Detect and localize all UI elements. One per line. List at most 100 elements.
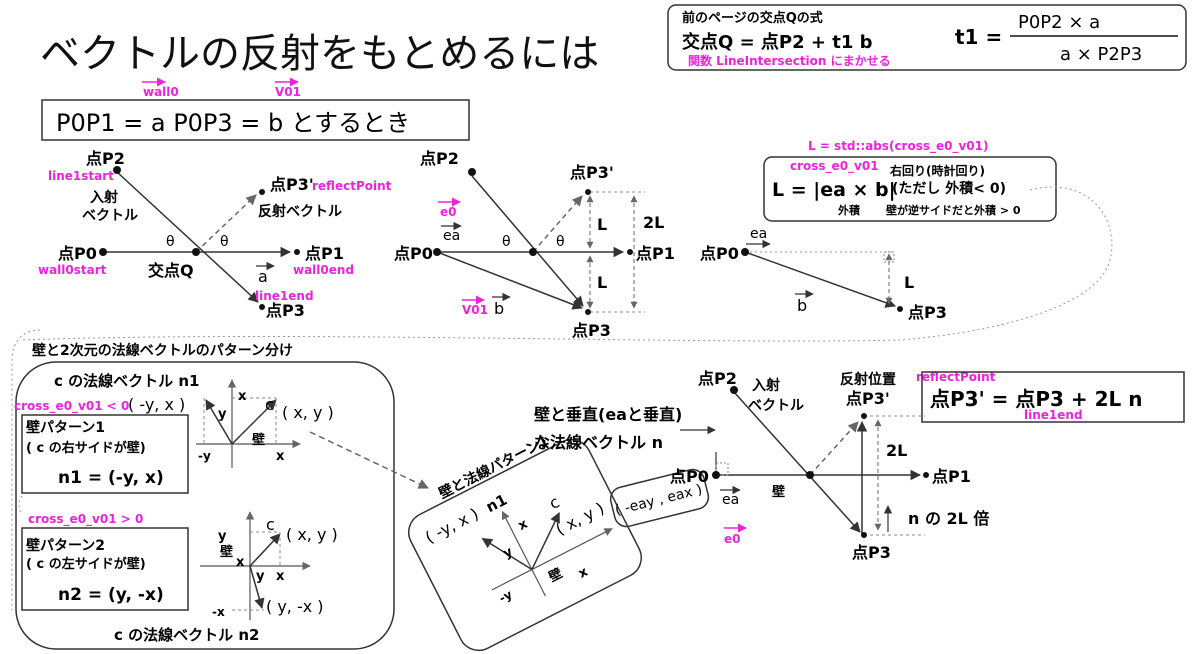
rot-neg-y: -y xyxy=(497,587,515,605)
diagram-reflection-L: 点P2 点P3' e0 ea L 2L θ θ 点P0 点P1 L V01 b … xyxy=(394,149,675,340)
axis-x-top-1: x xyxy=(238,389,247,404)
d1-intersection-q: 交点Q xyxy=(148,261,194,280)
axis-x-bottom-2: x xyxy=(276,569,285,584)
d2-ea: ea xyxy=(443,228,460,244)
d4-e0: e0 xyxy=(724,532,741,546)
panel-to-rotated-arrow xyxy=(309,431,429,489)
d4-incident-1: 入射 xyxy=(752,377,780,394)
diagram-reflection-result: 点P2 入射 ベクトル 反射位置 reflectPoint 点P3' 2L 点P… xyxy=(670,369,996,562)
d1-vector-a: a xyxy=(258,267,268,286)
n1-coord-top: ( -y, x ) xyxy=(128,395,185,414)
axis-y-top: y xyxy=(218,407,227,422)
d2-L-lower: L xyxy=(597,273,607,292)
d1-p1: 点P1 xyxy=(305,244,344,263)
d1-theta-right: θ xyxy=(220,234,229,250)
d1-theta-left: θ xyxy=(166,234,175,250)
pattern2-formula: n2 = (y, -x) xyxy=(58,585,164,605)
axis-x-top-2: x xyxy=(276,449,285,464)
rot-c: c xyxy=(546,492,562,513)
d1-p2: 点P2 xyxy=(86,149,125,168)
vec-c-top: c xyxy=(265,395,274,414)
definition-box: wall0 V01 P0P1 = a P0P3 = b とするとき xyxy=(41,77,470,141)
d2-v01: V01 xyxy=(462,303,488,317)
pattern1-sub: ( c の右サイドが壁) xyxy=(26,440,146,456)
perp-line2: な法線ベクトル n xyxy=(534,433,663,452)
normal-pattern-panel: 壁と2次元の法線ベクトルのパターン分け c の法線ベクトル n1 cross_e… xyxy=(11,329,395,650)
d1-reflectpoint: reflectPoint xyxy=(312,179,392,193)
diagram-cross-product: L = std::abs(cross_e0_v01) cross_e0_v01 … xyxy=(19,139,1113,342)
rot-y: y xyxy=(501,544,516,561)
axis-y-bottom: y xyxy=(218,529,227,544)
d4-p1: 点P1 xyxy=(932,467,971,486)
d2-theta-right: θ xyxy=(556,234,565,250)
cond-gt-zero: cross_e0_v01 > 0 xyxy=(28,512,143,527)
axis-x-bottom-1: x xyxy=(236,555,245,570)
d3-clockwise: 右回り(時計回り) xyxy=(889,163,985,178)
pattern2-title: 壁パターン2 xyxy=(26,537,105,554)
d4-n-times-2L: n の 2L 倍 xyxy=(908,509,989,528)
definition-text: P0P1 = a P0P3 = b とするとき xyxy=(56,109,410,137)
d4-reflect-position: 反射位置 xyxy=(840,371,896,388)
d3-outer-product: 外積 xyxy=(837,203,861,217)
d2-p3-reflect: 点P3' xyxy=(570,163,614,182)
d2-p2: 点P2 xyxy=(420,149,459,168)
d1-p3: 点P3 xyxy=(266,301,305,320)
label-v01: V01 xyxy=(275,85,301,99)
rot-x2: x xyxy=(576,564,591,581)
d2-theta-left: θ xyxy=(502,234,511,250)
rot-n1: n1 xyxy=(483,491,510,517)
neg-x-bottom: -x xyxy=(212,605,225,619)
normal-n1-label: c の法線ベクトル n1 xyxy=(54,372,199,390)
rot-n1-coord: ( -y, x ) xyxy=(422,504,482,547)
rot-x1: x xyxy=(516,516,531,533)
d4-p2: 点P2 xyxy=(698,369,737,388)
d4-p3: 点P3 xyxy=(852,543,891,562)
normal-n2-label: c の法線ベクトル n2 xyxy=(114,626,259,644)
d3-cross-label: cross_e0_v01 xyxy=(790,159,879,174)
d2-vector-b: b xyxy=(494,299,504,318)
panel-heading: 壁と2次元の法線ベクトルのパターン分け xyxy=(32,342,293,359)
d3-L: L xyxy=(904,273,914,292)
d2-p1: 点P1 xyxy=(636,244,675,263)
d2-L-upper: L xyxy=(597,215,607,234)
pattern1-title: 壁パターン1 xyxy=(26,419,105,436)
d4-p3-reflect: 点P3' xyxy=(846,389,890,408)
intersection-heading: 前のページの交点Qの式 xyxy=(682,10,823,26)
d2-2L: 2L xyxy=(643,213,664,232)
label-wall0: wall0 xyxy=(143,85,179,99)
pattern2-sub: ( c の左サイドが壁) xyxy=(26,556,146,572)
t1-numerator: P0P2 × a xyxy=(1018,12,1100,33)
rot-wall: 壁 xyxy=(546,565,565,585)
d3-p3: 点P3 xyxy=(908,303,947,322)
d4-wall: 壁 xyxy=(772,484,785,500)
cond-lt-zero: cross_e0_v01 < 0 xyxy=(14,399,129,414)
d4-2L: 2L xyxy=(886,441,907,460)
d1-line1end: line1end xyxy=(255,289,314,303)
d1-wall0end: wall0end xyxy=(293,263,354,277)
n2-coord: ( y, -x ) xyxy=(266,597,324,616)
d2-p3: 点P3 xyxy=(572,321,611,340)
result-formula: 点P3' = 点P3 + 2L n xyxy=(930,387,1143,411)
d2-p0: 点P0 xyxy=(394,244,433,263)
pattern1-formula: n1 = (-y, x) xyxy=(58,468,164,488)
d4-incident-2: ベクトル xyxy=(748,398,804,414)
d1-incident-1: 入射 xyxy=(90,189,118,206)
wall-label-top: 壁 xyxy=(252,432,265,448)
rot-c-coord: ( x, y ) xyxy=(553,498,608,538)
axis-y-bottom-2: y xyxy=(256,569,265,584)
d4-reflectpoint: reflectPoint xyxy=(916,370,996,384)
rotated-normal-box: 壁と法線パターン1 ( -y, x ) n1 x y c ( x, y ) -y… xyxy=(408,432,642,652)
c-coord-top: ( x, y ) xyxy=(282,403,334,422)
t1-denominator: a × P2P3 xyxy=(1060,44,1142,65)
d1-reflected-vector: 反射ベクトル xyxy=(258,203,342,220)
d4-ea: ea xyxy=(722,492,739,508)
diagram-reflection-basic: 点P2 line1start 入射 ベクトル 点P3' reflectPoint… xyxy=(38,149,392,320)
neg-y-top: -y xyxy=(198,449,211,463)
d3-but: (ただし 外積< 0) xyxy=(892,180,1006,197)
d1-p0: 点P0 xyxy=(58,244,97,263)
d3-p0: 点P0 xyxy=(700,244,739,263)
t1-lhs: t1 = xyxy=(955,25,1002,49)
d3-reverse-note: 壁が逆サイドだと外積 > 0 xyxy=(886,203,1021,217)
d1-incident-2: ベクトル xyxy=(82,208,138,224)
